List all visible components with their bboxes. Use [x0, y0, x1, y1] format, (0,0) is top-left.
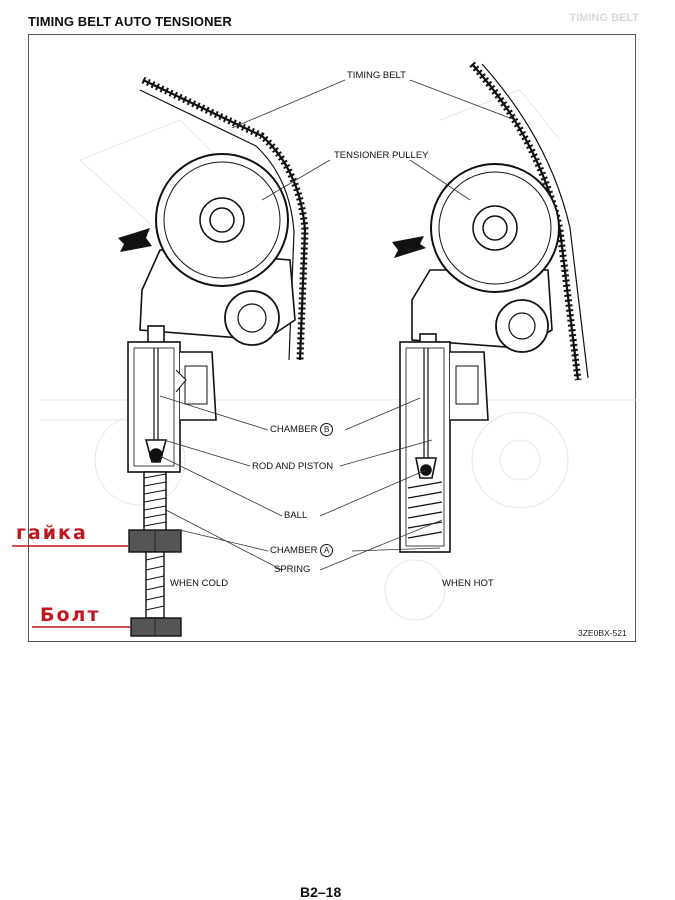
left-bolt-shaft — [128, 471, 182, 637]
chamber-a-text: CHAMBER — [270, 545, 318, 556]
annotation-nut: гайка — [16, 522, 88, 544]
ghost-header: TIMING BELT — [569, 12, 639, 24]
figure-code: 3ZE0BX-521 — [578, 628, 627, 638]
page-number: B2–18 — [300, 884, 342, 900]
annotation-bolt: Болт — [40, 604, 101, 626]
left-timing-belt — [139, 76, 309, 361]
left-tensioner-pulley — [139, 153, 296, 346]
chamber-b-text: CHAMBER — [270, 424, 318, 435]
label-rod-and-piston: ROD AND PISTON — [252, 461, 334, 472]
page-title: TIMING BELT AUTO TENSIONER — [28, 14, 232, 29]
right-arrow-icon — [392, 236, 426, 258]
label-timing-belt: TIMING BELT — [347, 70, 406, 81]
left-tensioner-body — [127, 325, 217, 473]
label-spring: SPRING — [274, 564, 311, 575]
label-ball: BALL — [284, 510, 308, 521]
right-tensioner-pulley — [411, 163, 560, 353]
left-arrow-icon — [118, 228, 152, 252]
label-chamber-b: CHAMBER B — [270, 423, 334, 436]
leader-lines — [159, 79, 516, 571]
label-tensioner-pulley: TENSIONER PULLEY — [334, 150, 429, 161]
label-chamber-a: CHAMBER A — [270, 544, 334, 557]
figure-frame — [28, 34, 636, 642]
label-when-hot: WHEN HOT — [442, 578, 494, 589]
right-tensioner-body — [399, 333, 489, 553]
chamber-b-mark: B — [320, 423, 334, 436]
chamber-a-mark: A — [320, 544, 334, 557]
annotation-lines — [12, 545, 130, 628]
label-when-cold: WHEN COLD — [170, 578, 229, 589]
